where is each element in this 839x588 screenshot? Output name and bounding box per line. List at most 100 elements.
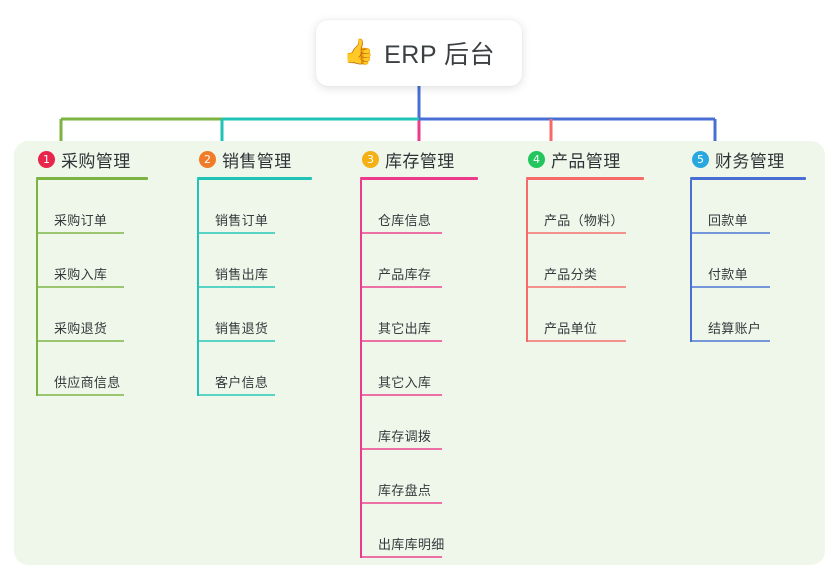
column-title: 财务管理 [715,151,785,171]
child-list: 产品（物料） 产品分类产品单位 [526,180,644,342]
column-header-rule [690,177,806,180]
child-item-label: 回款单 [708,213,748,228]
child-item[interactable]: 付款单 [690,234,806,288]
column-采购管理: 1 采购管理采购订单采购入库采购退货供应商信息 [36,146,148,396]
column-spine [197,180,199,396]
child-item-rule [690,232,770,234]
child-item[interactable]: 回款单 [690,180,806,234]
child-list: 回款单付款单结算账户 [690,180,806,342]
child-item-rule [197,286,275,288]
child-item[interactable]: 采购订单 [36,180,148,234]
child-item-rule [36,232,124,234]
child-item[interactable]: 采购退货 [36,288,148,342]
column-number-badge: 2 [199,150,216,168]
child-item[interactable]: 客户信息 [197,342,312,396]
child-item-label: 库存调拨 [378,429,432,444]
child-item[interactable]: 产品（物料） [526,180,644,234]
column-spine [360,180,362,558]
child-item[interactable]: 仓库信息 [360,180,478,234]
child-item[interactable]: 销售订单 [197,180,312,234]
child-item[interactable]: 结算账户 [690,288,806,342]
child-item-rule [526,340,626,342]
column-财务管理: 5 财务管理回款单付款单结算账户 [690,146,806,342]
child-item-label: 库存盘点 [378,483,432,498]
child-item-rule [36,394,124,396]
child-item-label: 出库库明细 [378,537,445,552]
child-item-label: 销售出库 [215,267,269,282]
child-item-rule [197,232,275,234]
child-item-rule [360,502,442,504]
child-item-label: 客户信息 [215,375,269,390]
child-item[interactable]: 销售出库 [197,234,312,288]
child-item-label: 其它入库 [378,375,432,390]
column-header-采购管理[interactable]: 1 采购管理 [36,146,148,172]
child-item-label: 采购订单 [54,213,108,228]
column-header-产品管理[interactable]: 4 产品管理 [526,146,644,172]
column-number-badge: 3 [362,150,379,168]
child-item-rule [197,340,275,342]
column-header-rule [36,177,148,180]
root-title: ERP 后台 [384,41,496,69]
child-item-rule [360,286,442,288]
child-item-label: 产品库存 [378,267,432,282]
child-item-rule [36,340,124,342]
child-item[interactable]: 产品分类 [526,234,644,288]
child-item-rule [690,286,770,288]
child-item[interactable]: 供应商信息 [36,342,148,396]
child-item-label: 产品（物料） [544,213,624,228]
child-item-label: 销售退货 [215,321,269,336]
column-title: 产品管理 [551,151,621,171]
child-item-label: 采购入库 [54,267,108,282]
column-number-badge: 5 [692,150,709,168]
child-item-label: 采购退货 [54,321,108,336]
child-list: 仓库信息产品库存其它出库其它入库库存调拨库存盘点出库库明细 [360,180,478,558]
child-item-rule [526,286,626,288]
column-header-rule [197,177,312,180]
column-header-rule [360,177,478,180]
child-item-rule [526,232,626,234]
child-item[interactable]: 产品库存 [360,234,478,288]
child-item-label: 供应商信息 [54,375,121,390]
child-item-label: 销售订单 [215,213,269,228]
column-spine [36,180,38,396]
child-item[interactable]: 库存调拨 [360,396,478,450]
child-item[interactable]: 销售退货 [197,288,312,342]
column-title: 采购管理 [61,151,131,171]
column-number-badge: 1 [38,150,55,168]
column-spine [690,180,692,342]
child-item-rule [360,232,442,234]
child-list: 采购订单采购入库采购退货供应商信息 [36,180,148,396]
column-number-badge: 4 [528,150,545,168]
column-title: 库存管理 [385,151,455,171]
child-item-label: 其它出库 [378,321,432,336]
child-item[interactable]: 库存盘点 [360,450,478,504]
child-item-label: 产品分类 [544,267,598,282]
child-item[interactable]: 出库库明细 [360,504,478,558]
child-item[interactable]: 采购入库 [36,234,148,288]
child-item-rule [360,448,442,450]
column-spine [526,180,528,342]
child-item-rule [360,556,442,558]
column-库存管理: 3 库存管理仓库信息产品库存其它出库其它入库库存调拨库存盘点出库库明细 [360,146,478,558]
child-item-label: 产品单位 [544,321,598,336]
child-item-rule [360,340,442,342]
child-item-rule [690,340,770,342]
child-item-label: 结算账户 [708,321,762,336]
column-header-rule [526,177,644,180]
diagram-panel-background [14,141,825,565]
child-item-label: 仓库信息 [378,213,432,228]
child-item[interactable]: 其它入库 [360,342,478,396]
child-item-rule [197,394,275,396]
child-item-label: 付款单 [708,267,748,282]
child-item[interactable]: 产品单位 [526,288,644,342]
child-item-rule [36,286,124,288]
column-header-财务管理[interactable]: 5 财务管理 [690,146,806,172]
child-item[interactable]: 其它出库 [360,288,478,342]
root-node[interactable]: 👍 ERP 后台 [316,20,522,86]
column-header-库存管理[interactable]: 3 库存管理 [360,146,478,172]
child-item-rule [360,394,442,396]
thumbs-up-icon: 👍 [342,37,375,66]
